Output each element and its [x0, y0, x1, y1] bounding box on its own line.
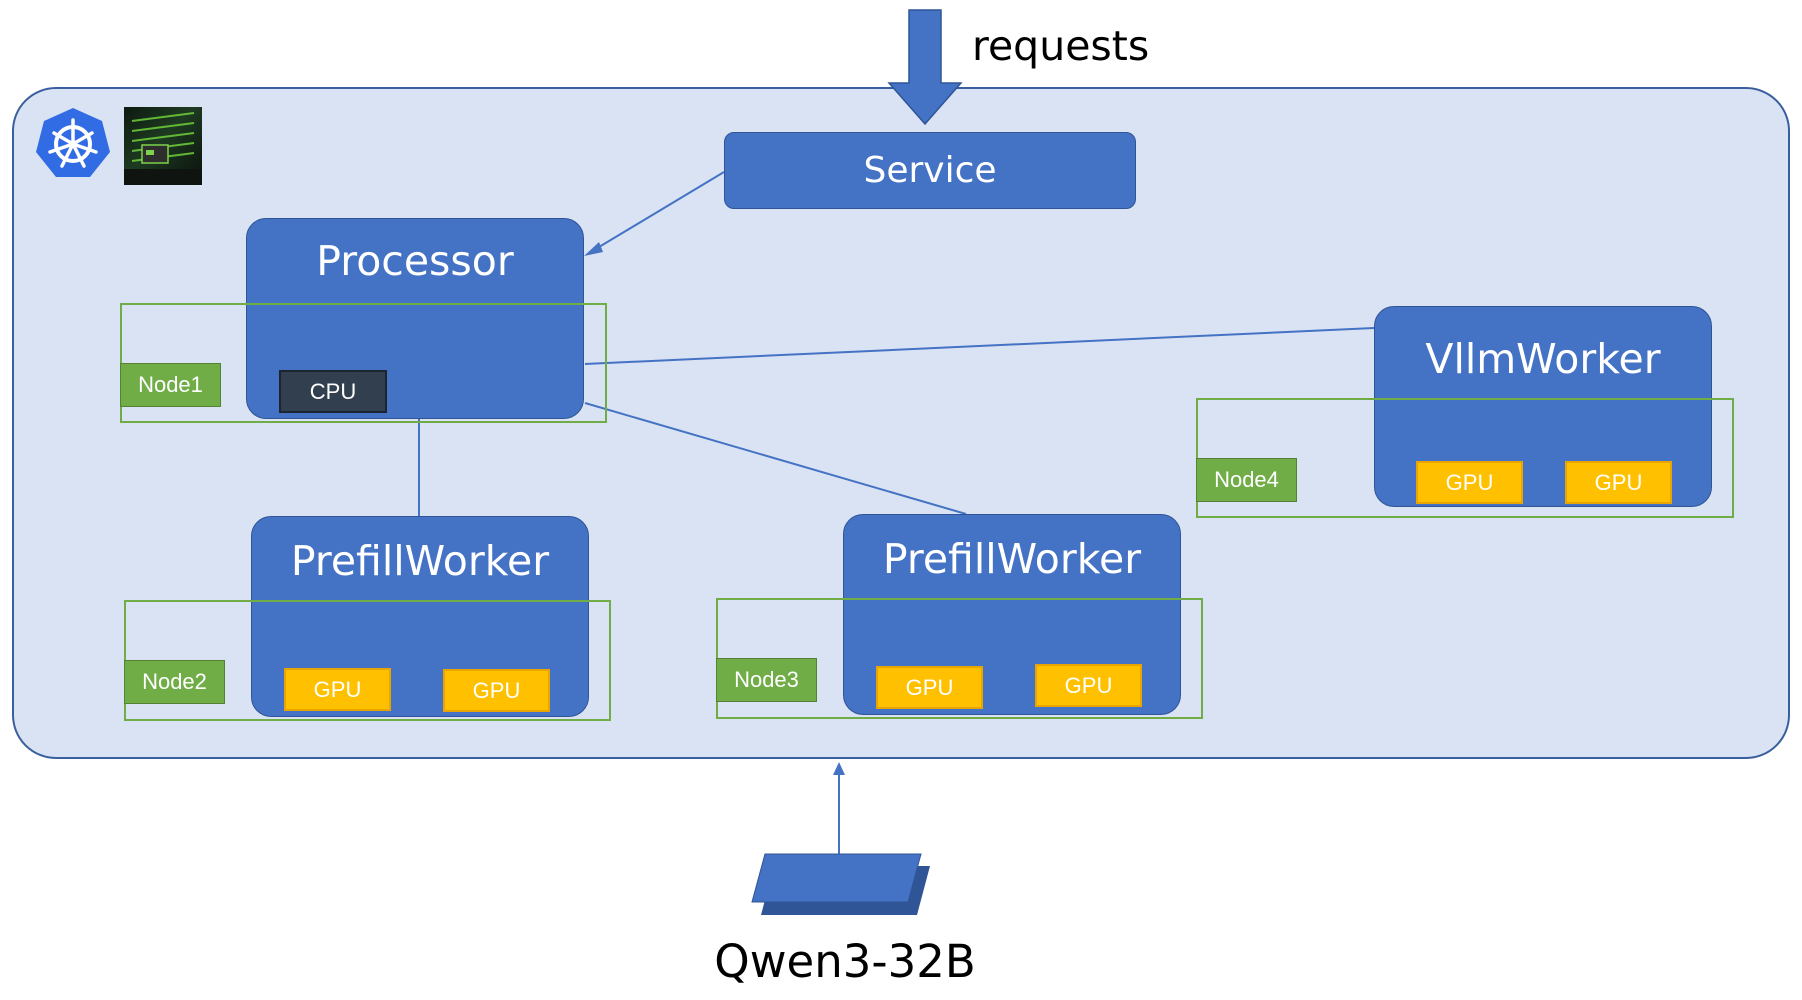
vllm-worker-title: VllmWorker [1425, 335, 1661, 383]
gpu-chip: GPU [1416, 461, 1523, 504]
cpu-chip: CPU [279, 370, 387, 413]
model-label: Qwen3-32B [714, 935, 976, 988]
gpu-server-rack-icon [124, 107, 202, 185]
requests-arrow [887, 9, 963, 126]
gpu-chip: GPU [1035, 664, 1142, 707]
processor-to-prefill2-line [584, 402, 967, 515]
node3-label: Node3 [716, 658, 817, 702]
gpu-chip: GPU [876, 666, 983, 709]
service-to-processor-line [593, 171, 725, 251]
requests-label: requests [972, 22, 1150, 70]
node1-label: Node1 [120, 363, 221, 407]
prefill-worker-1-title: PrefillWorker [290, 537, 550, 585]
service-box[interactable]: Service [724, 132, 1136, 209]
prefill-worker-2-title: PrefillWorker [882, 535, 1142, 583]
service-to-processor-arrowhead [584, 242, 603, 256]
node4-label: Node4 [1196, 458, 1297, 502]
node2-label: Node2 [124, 660, 225, 704]
processor-title: Processor [316, 237, 514, 285]
model-storage-icon [751, 853, 922, 903]
processor-to-vllm-line [584, 327, 1375, 365]
gpu-chip: GPU [284, 668, 391, 711]
gpu-chip: GPU [443, 669, 550, 712]
kubernetes-helm-icon [34, 106, 112, 180]
gpu-chip: GPU [1565, 461, 1672, 504]
model-to-cluster-arrowhead [833, 762, 845, 775]
